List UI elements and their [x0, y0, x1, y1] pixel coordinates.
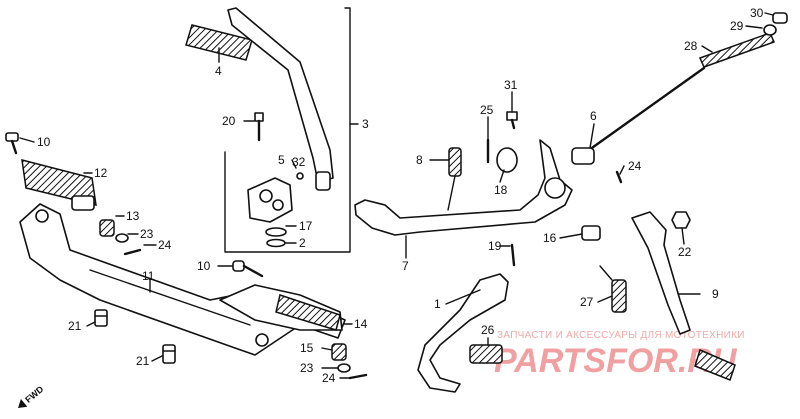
label-18: 18 — [494, 183, 508, 197]
part-30-nut — [772, 12, 788, 24]
label-14: 14 — [354, 317, 368, 331]
part-13-spring — [99, 219, 115, 237]
label-27: 27 — [580, 295, 594, 309]
part-3-kick-arm — [227, 7, 334, 191]
label-26: 26 — [481, 323, 495, 337]
part-31-bolt — [506, 111, 518, 130]
part-9-side-stand — [631, 211, 691, 335]
label-21a: 21 — [68, 319, 82, 333]
label-10a: 10 — [37, 135, 51, 149]
label-21b: 21 — [136, 354, 150, 368]
label-25: 25 — [480, 103, 494, 117]
label-19: 19 — [488, 239, 502, 253]
part-4-kick-grip — [185, 24, 253, 63]
part-23-washer-b — [337, 363, 351, 373]
group-bracket — [224, 7, 351, 253]
label-9: 9 — [712, 287, 719, 301]
part-20-bolt — [254, 112, 264, 142]
label-31: 31 — [504, 78, 518, 92]
part-26-bolt — [469, 344, 503, 364]
part-28-brake-rod — [571, 32, 776, 165]
watermark-tagline: ЗАПЧАСТИ И АКСЕССУАРЫ ДЛЯ МОТОТЕХНИКИ — [497, 330, 745, 341]
label-1: 1 — [434, 297, 441, 311]
part-29-joint — [763, 24, 777, 36]
part-24-pin-c — [615, 170, 623, 184]
part-5-kick-pivot — [247, 177, 293, 223]
part-10-pin — [5, 132, 19, 155]
label-15: 15 — [300, 341, 314, 355]
part-18-washer — [496, 147, 518, 173]
part-24-pin-b — [348, 373, 368, 380]
label-17: 17 — [299, 219, 313, 233]
part-19-pin — [510, 243, 516, 267]
label-6: 6 — [590, 109, 597, 123]
part-2-clip — [266, 238, 286, 248]
label-22: 22 — [678, 245, 692, 259]
label-23a: 23 — [140, 227, 154, 241]
part-1-gear-lever — [417, 273, 736, 393]
part-16-bolt — [581, 225, 601, 241]
fwd-arrow-icon: FWD — [18, 384, 46, 408]
label-8: 8 — [416, 153, 423, 167]
part-15-spring — [331, 343, 347, 361]
part-7-brake-pedal — [354, 139, 573, 236]
label-16: 16 — [543, 231, 557, 245]
label-11: 11 — [142, 269, 155, 283]
label-24c: 24 — [628, 159, 642, 173]
part-17-washer — [265, 227, 287, 237]
label-23b: 23 — [300, 361, 314, 375]
label-28: 28 — [684, 39, 698, 53]
label-4: 4 — [215, 64, 222, 78]
leader-lines — [19, 12, 774, 379]
label-20: 20 — [222, 114, 236, 128]
label-2: 2 — [299, 236, 306, 250]
part-32-circlip — [296, 172, 304, 180]
label-32: 32 — [292, 155, 306, 169]
part-10-bolt-mid — [232, 260, 264, 278]
label-5: 5 — [278, 153, 285, 167]
fwd-label: FWD — [23, 384, 46, 405]
label-10b: 10 — [197, 259, 211, 273]
label-24a: 24 — [158, 238, 172, 252]
label-13: 13 — [126, 209, 140, 223]
part-12-footpeg-rubber — [21, 158, 97, 211]
part-27-spring — [599, 265, 627, 313]
label-29: 29 — [730, 19, 744, 33]
part-24-pin — [123, 248, 142, 256]
label-30: 30 — [750, 6, 764, 20]
part-21-bolt-b — [162, 344, 176, 364]
part-21-bolt-a — [94, 309, 108, 327]
label-24b: 24 — [322, 371, 336, 385]
part-23-washer — [115, 233, 129, 243]
part-22-nut — [671, 211, 691, 229]
part-8-spring — [447, 147, 462, 211]
callout-labels: 4 3 20 5 32 17 2 10 12 13 23 24 11 10 14… — [37, 6, 764, 385]
part-14-footpeg — [219, 284, 343, 331]
label-7: 7 — [402, 259, 409, 273]
label-3: 3 — [362, 117, 369, 131]
label-12: 12 — [94, 166, 108, 180]
